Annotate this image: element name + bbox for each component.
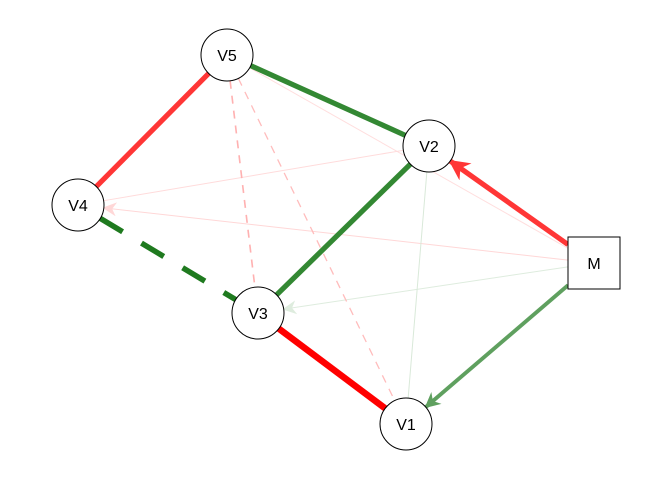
edge-m-v1 <box>424 283 570 409</box>
node-label: V5 <box>217 48 237 65</box>
node-circle <box>231 286 285 340</box>
node-v5[interactable]: V5 <box>200 28 254 82</box>
node-label: V4 <box>68 198 88 215</box>
node-circle <box>200 28 254 82</box>
edge-v4-v3 <box>98 216 238 302</box>
edge-v5-v1 <box>237 78 396 401</box>
node-label: V1 <box>396 417 416 434</box>
node-circle <box>402 119 456 173</box>
node-v2[interactable]: V2 <box>402 119 456 173</box>
edge-v3-v1 <box>276 326 388 411</box>
node-m[interactable]: M <box>567 236 621 290</box>
node-label: M <box>587 256 600 273</box>
node-label: V2 <box>419 139 439 156</box>
edge-v5-v4 <box>94 71 211 189</box>
edge-v5-v2 <box>249 63 407 138</box>
node-circle <box>379 397 433 451</box>
node-label: V3 <box>248 306 268 323</box>
node-v1[interactable]: V1 <box>379 397 433 451</box>
node-v3[interactable]: V3 <box>231 286 285 340</box>
edge-m-v2 <box>448 158 570 247</box>
edges-layer <box>94 63 570 411</box>
edge-v5-v3 <box>229 80 256 288</box>
edge-v2-v1 <box>407 171 428 399</box>
node-v4[interactable]: V4 <box>51 178 105 232</box>
node-square <box>567 236 621 290</box>
edge-v2-v3 <box>274 162 413 297</box>
edge-m-v3 <box>282 266 569 315</box>
node-circle <box>51 178 105 232</box>
edge-v4-v2 <box>103 149 404 202</box>
